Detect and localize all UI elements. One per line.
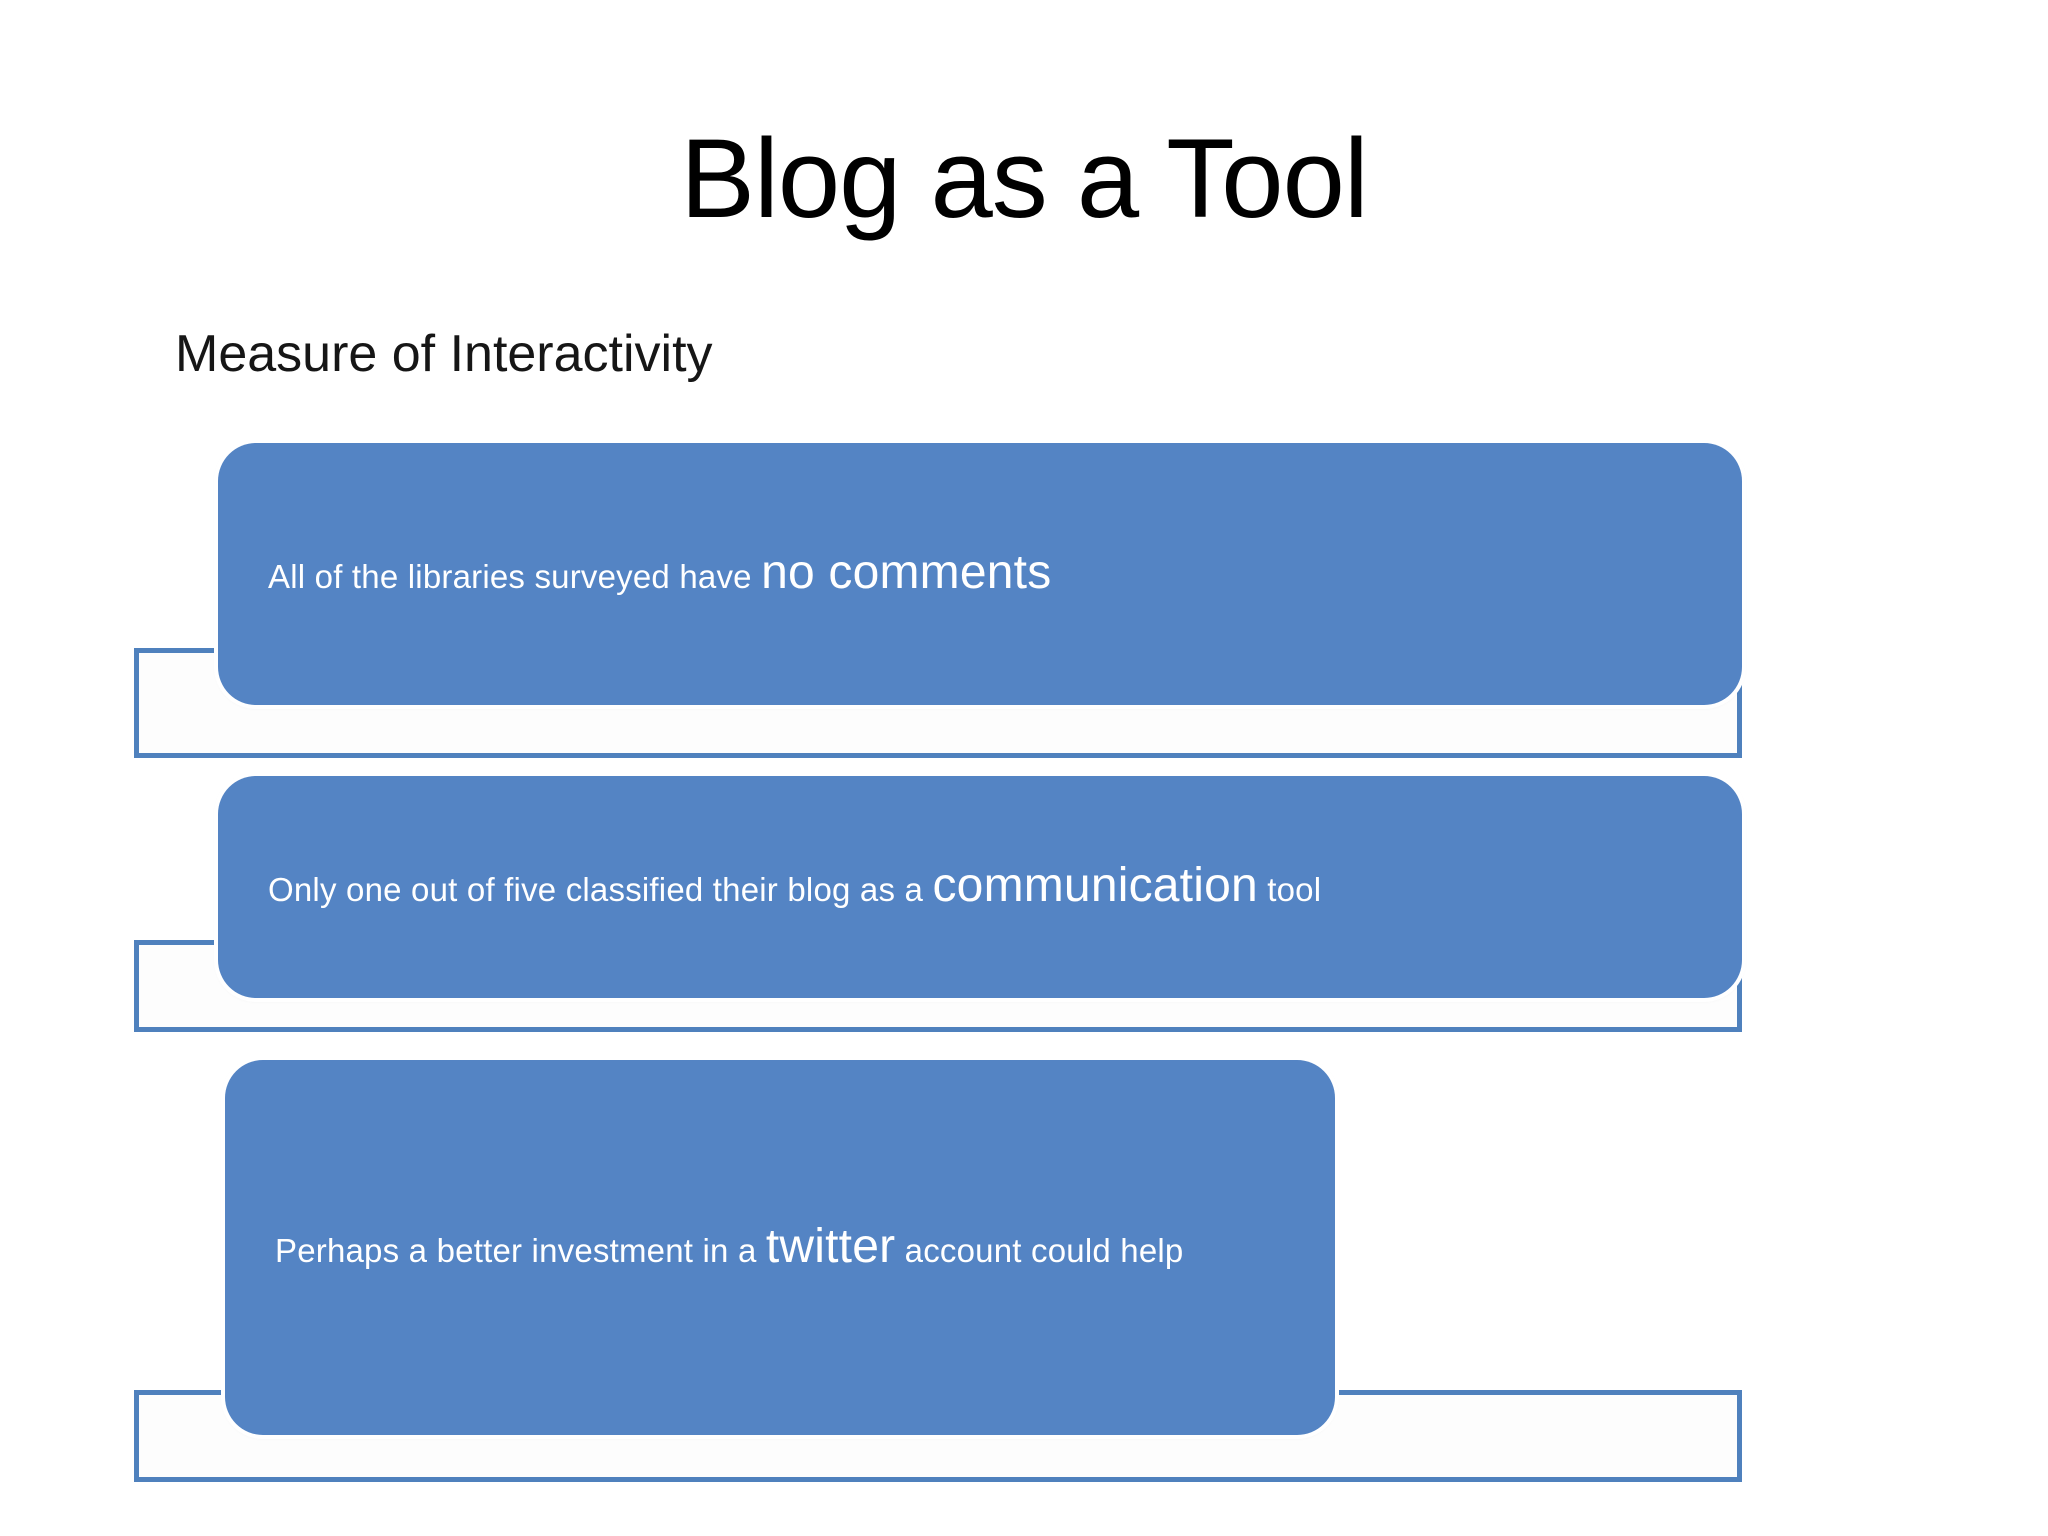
callout-box-1[interactable]: All of the libraries surveyed have no co… [218,443,1742,705]
callout-text-3: Perhaps a better investment in a twitter… [225,1219,1229,1273]
slide-subtitle: Measure of Interactivity [175,325,713,383]
callout-text-1: All of the libraries surveyed have no co… [218,549,1097,599]
callout-trail-3: account could help [895,1231,1184,1269]
callout-text-2: Only one out of five classified their bl… [218,862,1367,912]
callout-emphasis-2: communication [932,859,1258,913]
callout-emphasis-1: no comments [761,546,1052,600]
callout-lead-1: All of the libraries surveyed have [268,558,762,596]
callout-emphasis-3: twitter [765,1219,896,1273]
callout-lead-3: Perhaps a better investment in a [275,1231,766,1269]
page-title: Blog as a Tool [680,116,1369,241]
callout-trail-2: tool [1257,871,1322,909]
callout-box-3[interactable]: Perhaps a better investment in a twitter… [225,1060,1335,1435]
callout-lead-2: Only one out of five classified their bl… [268,871,933,909]
callout-box-2[interactable]: Only one out of five classified their bl… [218,776,1742,998]
